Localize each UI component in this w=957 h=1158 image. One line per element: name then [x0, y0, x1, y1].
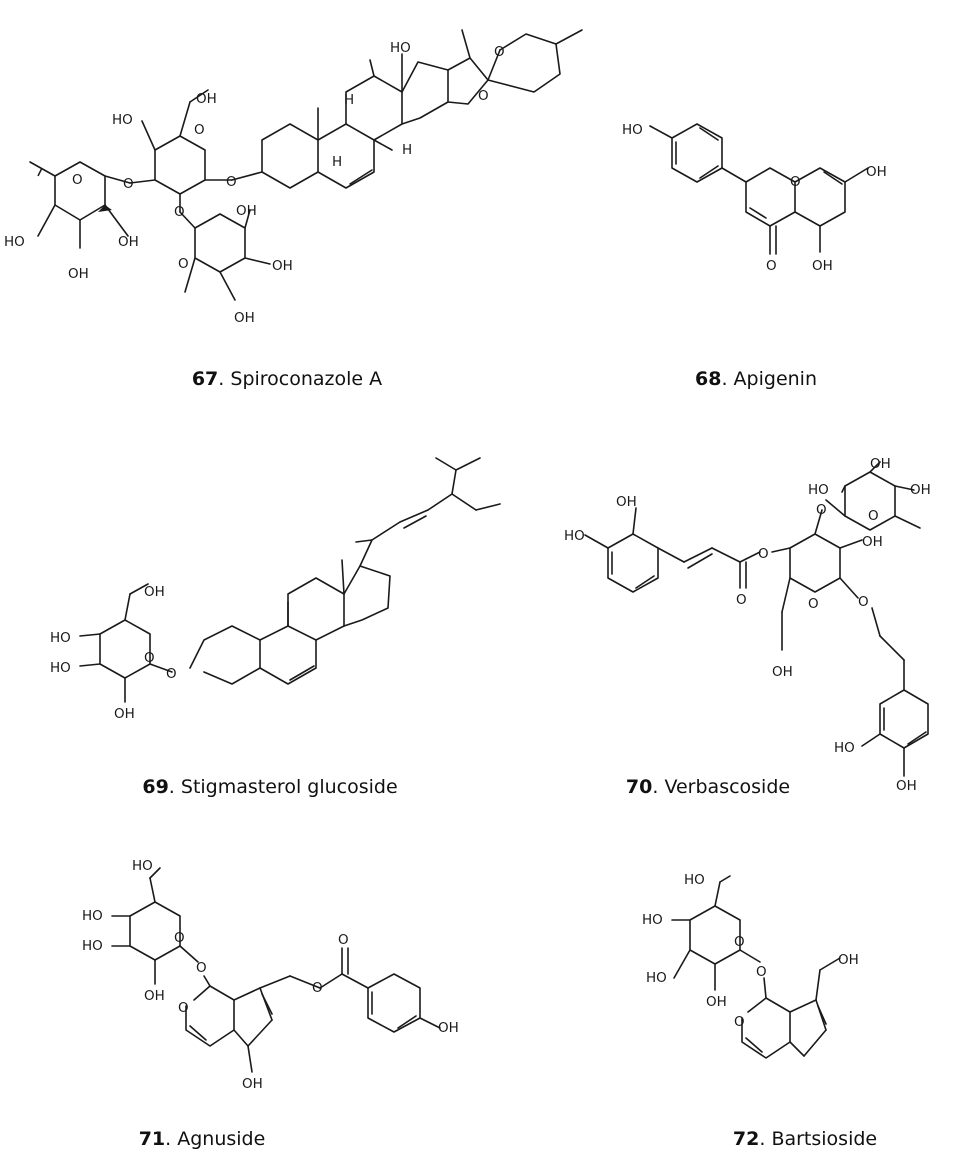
- atom-label: O: [478, 88, 489, 104]
- atom-label: HO: [82, 908, 103, 924]
- compound-name: Agnuside: [177, 1128, 266, 1150]
- atom-label: HO: [4, 234, 25, 250]
- atom-label: O: [816, 502, 827, 518]
- compound-number: 70: [625, 776, 653, 798]
- atom-label: O: [312, 980, 323, 996]
- atom-label: O: [494, 44, 505, 60]
- atom-label: OH: [68, 266, 89, 282]
- atom-label: O: [72, 172, 83, 188]
- atom-label: O: [194, 122, 205, 138]
- atom-label: O: [226, 174, 237, 190]
- atom-label: OH: [114, 706, 135, 722]
- atom-label: O: [736, 592, 747, 608]
- atom-label: HO: [808, 482, 829, 498]
- atom-label: O: [178, 256, 189, 272]
- atom-label: OH: [272, 258, 293, 274]
- atom-label: O: [144, 650, 155, 666]
- atom-label: OH: [910, 482, 931, 498]
- atom-label: HO: [684, 872, 705, 888]
- structure-70-verbascoside: [584, 461, 929, 777]
- caption-67: 67. Spiroconazole A: [191, 368, 383, 390]
- structure-67-spiroconazole-a: [29, 29, 583, 301]
- atom-label: H: [332, 154, 342, 170]
- atom-label: OH: [772, 664, 793, 680]
- atom-label: HO: [50, 660, 71, 676]
- caption-70: 70. Verbascoside: [625, 776, 791, 798]
- atom-label: OH: [866, 164, 887, 180]
- compound-name: Apigenin: [733, 368, 817, 390]
- compound-name: Stigmasterol glucoside: [180, 776, 398, 798]
- atom-label: OH: [196, 91, 217, 107]
- atom-label: HO: [564, 528, 585, 544]
- compound-number: 69: [142, 776, 169, 798]
- atom-label: HO: [642, 912, 663, 928]
- atom-label: O: [790, 174, 801, 190]
- atom-label: HO: [82, 938, 103, 954]
- atom-label: H: [402, 142, 412, 158]
- atom-label: H: [344, 92, 354, 108]
- atom-label: OH: [812, 258, 833, 274]
- atom-label: OH: [144, 988, 165, 1004]
- atom-label: OH: [242, 1076, 263, 1092]
- compound-number: 71: [138, 1128, 166, 1150]
- atom-label: HO: [132, 858, 153, 874]
- caption-72: 72. Bartsioside: [732, 1128, 878, 1150]
- atom-label: OH: [838, 952, 859, 968]
- caption-69: 69. Stigmasterol glucoside: [142, 776, 398, 798]
- structure-68-apigenin: [649, 123, 869, 255]
- atom-label: OH: [616, 494, 637, 510]
- atom-label: OH: [234, 310, 255, 326]
- caption-68: 68. Apigenin: [695, 368, 817, 390]
- atom-label: O: [338, 932, 349, 948]
- atom-label: OH: [438, 1020, 459, 1036]
- atom-label: O: [166, 666, 177, 682]
- atom-label: HO: [834, 740, 855, 756]
- atom-label: OH: [706, 994, 727, 1010]
- atom-label: OH: [118, 234, 139, 250]
- atom-label: OH: [896, 778, 917, 794]
- atom-label: HO: [622, 122, 643, 138]
- compound-name: Bartsioside: [771, 1128, 878, 1150]
- atom-label: O: [766, 258, 777, 274]
- atom-label: O: [178, 1000, 189, 1016]
- atom-label: HO: [50, 630, 71, 646]
- atom-labels: OH HO O O O O O HO OH OH OH OH O OH H H …: [4, 40, 931, 1092]
- atom-label: O: [174, 930, 185, 946]
- atom-label: OH: [144, 584, 165, 600]
- structure-71-agnuside: [111, 867, 441, 1073]
- atom-label: OH: [870, 456, 891, 472]
- atom-label: HO: [646, 970, 667, 986]
- caption-71: 71. Agnuside: [138, 1128, 266, 1150]
- atom-label: O: [123, 176, 134, 192]
- atom-label: O: [758, 546, 769, 562]
- structure-69-stigmasterol-glucoside: [79, 457, 501, 703]
- structure-72-bartsioside: [671, 875, 841, 1059]
- atom-label: OH: [236, 203, 257, 219]
- atom-label: O: [734, 1014, 745, 1030]
- compound-name: Verbascoside: [664, 776, 791, 798]
- atom-label: OH: [862, 534, 883, 550]
- atom-label: HO: [390, 40, 411, 56]
- atom-label: O: [868, 508, 879, 524]
- atom-label: HO: [112, 112, 133, 128]
- atom-label: O: [734, 934, 745, 950]
- atom-label: O: [174, 204, 185, 220]
- compound-number: 68: [695, 368, 722, 390]
- atom-label: O: [808, 596, 819, 612]
- atom-label: O: [858, 594, 869, 610]
- compound-number: 72: [732, 1128, 760, 1150]
- compound-number: 67: [191, 368, 219, 390]
- atom-label: O: [196, 960, 207, 976]
- atom-label: O: [756, 964, 767, 980]
- compound-name: Spiroconazole A: [230, 368, 383, 390]
